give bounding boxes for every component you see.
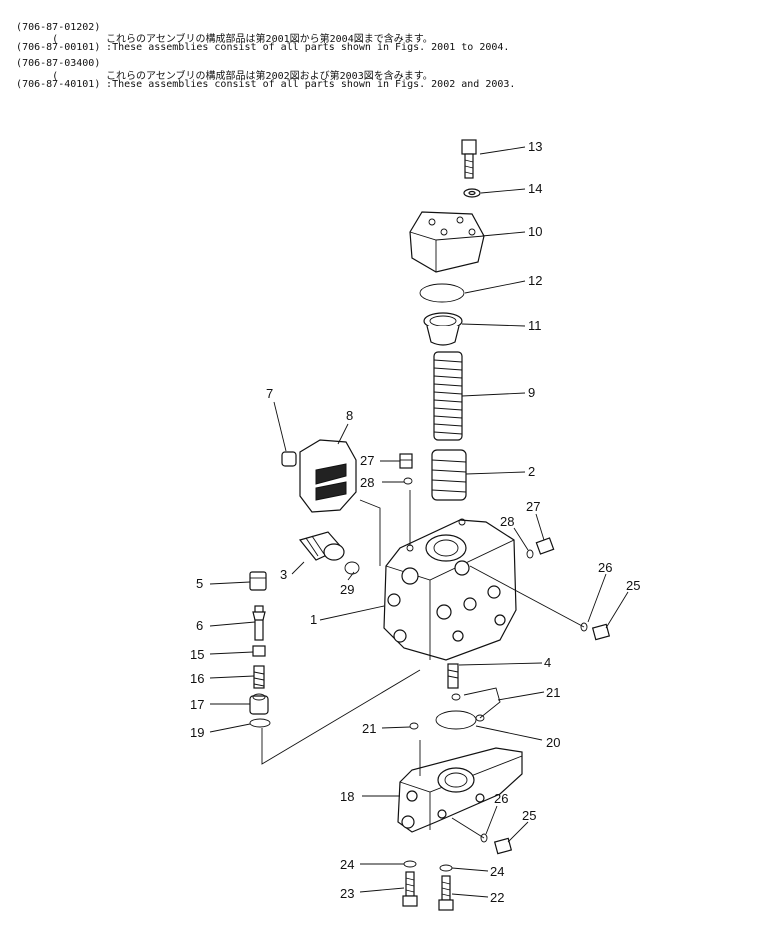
- part-15-spacer: [252, 645, 266, 657]
- callout-15: 15: [190, 647, 204, 662]
- callout-1: 1: [310, 612, 317, 627]
- callout-20: 20: [546, 735, 560, 750]
- part-4-spring: [447, 663, 459, 689]
- part-3-plunger: [298, 531, 345, 561]
- part-13-bolt: [461, 139, 477, 179]
- callout-26-right: 26: [598, 560, 612, 575]
- callout-21-left: 21: [362, 721, 376, 736]
- callout-9: 9: [528, 385, 535, 400]
- part-17-plug: [249, 693, 269, 715]
- part-25-plug-right: [591, 623, 611, 641]
- part-27-plug-right: [535, 537, 555, 555]
- callout-26-lower: 26: [494, 791, 508, 806]
- part-14-washer: [463, 188, 481, 198]
- assembly-lines: [261, 490, 585, 839]
- note-text: これらのアセンブリの構成部品は第2002図および第2003図を含みます。: [106, 71, 433, 82]
- callout-17: 17: [190, 697, 204, 712]
- assembly-code: (: [16, 71, 59, 82]
- part-23-bolt: [402, 871, 418, 907]
- header-line-6: (706-87-40101) :These assemblies consist …: [4, 67, 515, 91]
- callout-10: 10: [528, 224, 542, 239]
- assembly-code: (706-87-00101): [16, 42, 101, 53]
- part-1-valve-body: [383, 518, 517, 661]
- part-27-plug-upper: [399, 453, 413, 469]
- callout-25-lower: 25: [522, 808, 536, 823]
- part-19-o-ring: [249, 718, 271, 728]
- part-20-o-ring: [435, 710, 477, 730]
- note-text: :These assemblies consist of all parts s…: [106, 79, 516, 90]
- callout-28-right: 28: [500, 514, 514, 529]
- part-11-retainer: [423, 312, 463, 346]
- part-10-cover: [409, 211, 485, 273]
- callout-21-right: 21: [546, 685, 560, 700]
- callout-19: 19: [190, 725, 204, 740]
- part-2-spring: [431, 449, 467, 501]
- callout-18: 18: [340, 789, 354, 804]
- callout-16: 16: [190, 671, 204, 686]
- callout-labels: 13 14 10 12 11 9 7 8 27 2 28 27 28 3 29 …: [190, 139, 640, 905]
- callout-25-right: 25: [626, 578, 640, 593]
- callout-24-left: 24: [340, 857, 354, 872]
- callout-28-upper: 28: [360, 475, 374, 490]
- part-28-o-ring-upper: [403, 477, 413, 485]
- callout-4: 4: [544, 655, 551, 670]
- part-6-poppet: [252, 605, 266, 641]
- part-24-washer-left: [403, 860, 417, 868]
- callout-6: 6: [196, 618, 203, 633]
- assembly-code: (706-87-03400): [16, 58, 101, 69]
- note-text: :These assemblies consist of all parts s…: [106, 42, 510, 53]
- part-22-bolt: [438, 875, 454, 911]
- part-12-o-ring: [419, 283, 465, 303]
- assembly-code: (706-87-40101): [16, 79, 101, 90]
- header-line-1: (706-87-01202): [4, 10, 106, 34]
- callout-8: 8: [346, 408, 353, 423]
- callout-12: 12: [528, 273, 542, 288]
- callout-11: 11: [528, 318, 542, 333]
- part-16-spring: [253, 665, 265, 689]
- part-28-o-ring-right: [526, 549, 534, 559]
- callout-27-right: 27: [526, 499, 540, 514]
- part-25-plug-lower: [493, 837, 513, 855]
- part-24-washer-right: [439, 864, 453, 872]
- callout-23: 23: [340, 886, 354, 901]
- part-21-o-ring-right: [451, 693, 485, 722]
- header-line-3: (706-87-00101) :These assemblies consist …: [4, 30, 509, 54]
- header-line-2: ( これらのアセンブリの構成部品は第2001図から第2004図まで含みます。: [4, 22, 433, 46]
- callout-3: 3: [280, 567, 287, 582]
- callout-2: 2: [528, 464, 535, 479]
- part-29-snap-ring: [344, 561, 360, 575]
- part-5-valve-seat: [249, 571, 267, 591]
- part-9-spring: [433, 351, 463, 441]
- callout-29: 29: [340, 582, 354, 597]
- part-7-plug: [281, 451, 297, 467]
- note-text: これらのアセンブリの構成部品は第2001図から第2004図まで含みます。: [106, 34, 433, 45]
- part-21-o-ring-left: [409, 722, 419, 730]
- leader-lines: [209, 146, 629, 898]
- assembly-code: (: [16, 34, 59, 45]
- callout-7: 7: [266, 386, 273, 401]
- callout-14: 14: [528, 181, 542, 196]
- callout-13: 13: [528, 139, 542, 154]
- header-line-5: ( これらのアセンブリの構成部品は第2002図および第2003図を含みます。: [4, 59, 433, 83]
- callout-27-upper: 27: [360, 453, 374, 468]
- assembly-code: (706-87-01202): [16, 22, 101, 33]
- part-8-cover: [299, 439, 357, 513]
- header-line-4: (706-87-03400): [4, 46, 106, 70]
- part-18-block: [397, 747, 523, 833]
- part-26-o-ring-right: [580, 622, 588, 632]
- part-26-o-ring-lower: [480, 833, 488, 843]
- callout-22: 22: [490, 890, 504, 905]
- callout-5: 5: [196, 576, 203, 591]
- callout-24-right: 24: [490, 864, 504, 879]
